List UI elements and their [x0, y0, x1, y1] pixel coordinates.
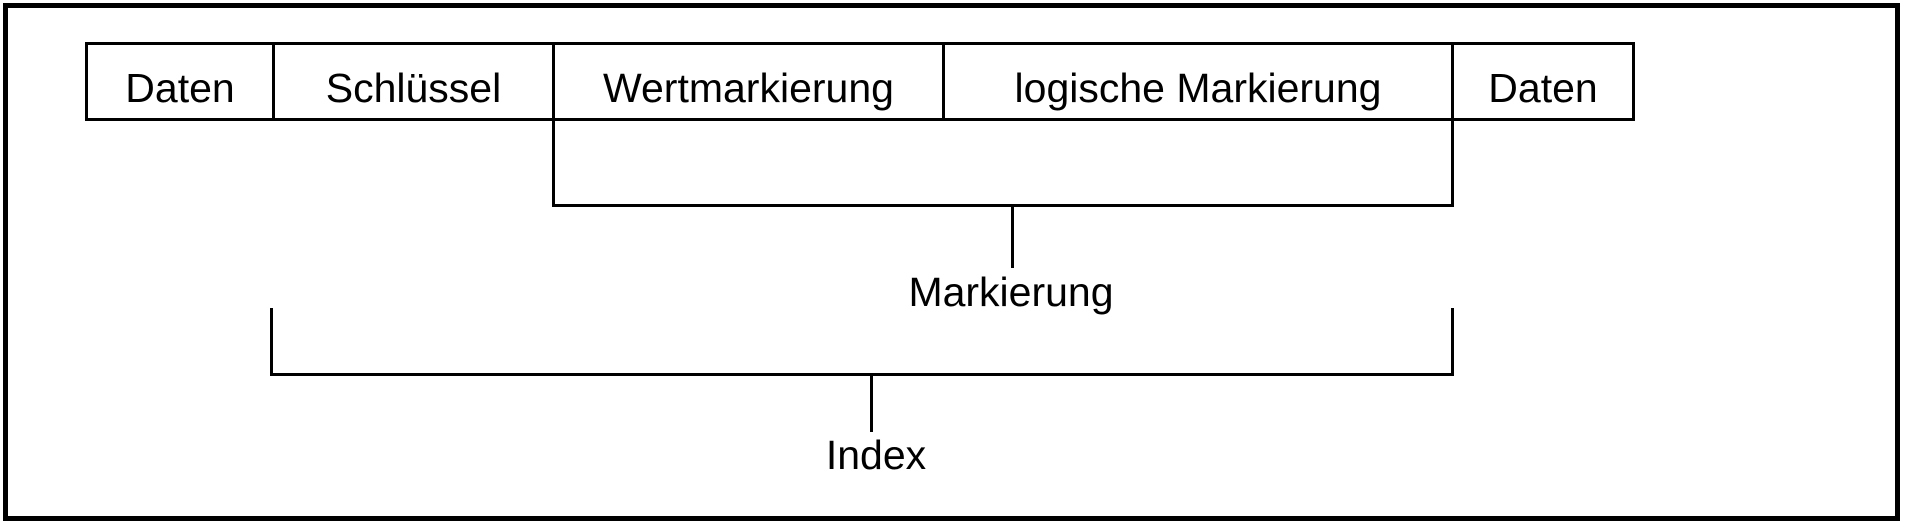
cell-daten-right: Daten: [1454, 45, 1632, 118]
markierung-bracket-tick: [1011, 207, 1014, 268]
index-bracket-tick: [870, 376, 873, 432]
cell-schluessel-label: Schlüssel: [325, 65, 502, 111]
cell-logische-markierung-label: logische Markierung: [1014, 65, 1382, 111]
markierung-label: Markierung: [908, 269, 1114, 315]
cell-daten-right-label: Daten: [1488, 65, 1598, 111]
cell-logische-markierung: logische Markierung: [945, 45, 1454, 118]
cell-schluessel: Schlüssel: [275, 45, 555, 118]
record-structure-row: Daten Schlüssel Wertmarkierung logische …: [85, 42, 1635, 121]
index-bracket: [270, 308, 1454, 376]
markierung-bracket: [552, 121, 1454, 207]
cell-daten-left: Daten: [88, 45, 275, 118]
cell-wertmarkierung-label: Wertmarkierung: [603, 65, 894, 111]
cell-wertmarkierung: Wertmarkierung: [555, 45, 945, 118]
index-label: Index: [825, 432, 927, 478]
cell-daten-left-label: Daten: [125, 65, 235, 111]
